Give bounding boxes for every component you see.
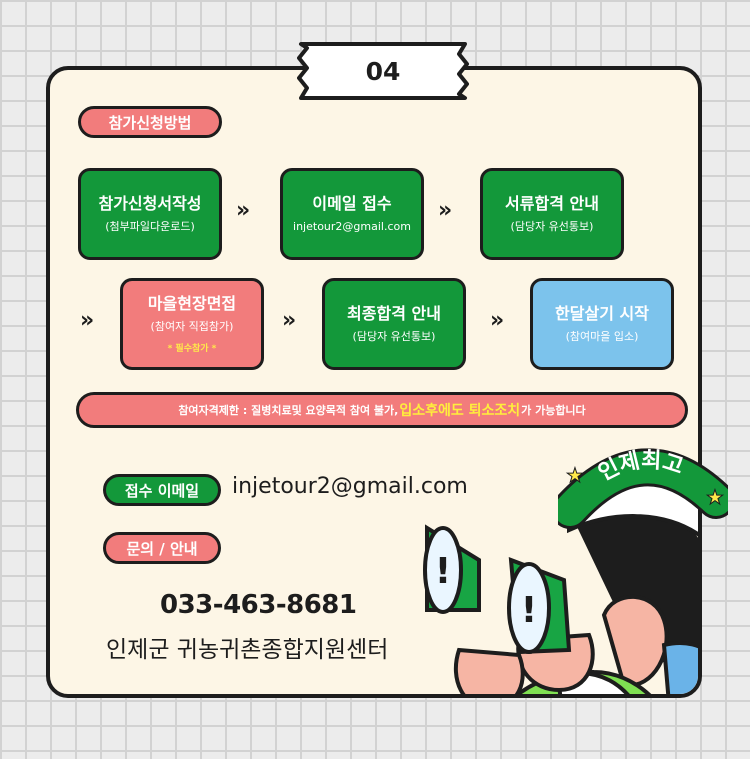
step-document-pass: 서류합격 안내 (담당자 유선통보) — [480, 168, 624, 260]
step-final-pass: 최종합격 안내 (담당자 유선통보) — [322, 278, 466, 370]
required-note: * 필수참가 * — [167, 343, 217, 354]
arrow-icon: » — [438, 198, 452, 223]
step-title: 최종합격 안내 — [347, 304, 441, 324]
svg-text:!: ! — [521, 590, 537, 631]
notice-highlight: 입소후에도 퇴소조치 — [399, 403, 521, 419]
step-title: 한달살기 시작 — [555, 304, 649, 324]
center-name: 인제군 귀농귀촌종합지원센터 — [106, 637, 389, 663]
step-title: 서류합격 안내 — [505, 194, 599, 214]
svg-text:!: ! — [435, 551, 451, 592]
step-application-form: 참가신청서작성 (첨부파일다운로드) — [78, 168, 222, 260]
step-subtitle: (담당자 유선통보) — [510, 220, 594, 234]
step-subtitle: (담당자 유선통보) — [352, 330, 436, 344]
method-label: 참가신청방법 — [78, 106, 222, 138]
notice-suffix: 가 가능합니다 — [521, 404, 586, 417]
section-number: 04 — [365, 56, 401, 86]
step-title: 이메일 접수 — [312, 194, 392, 214]
step-subtitle: (참여마을 입소) — [565, 330, 639, 344]
step-subtitle: (참여자 직접참가) — [150, 320, 234, 334]
step-village-interview: 마을현장면접 (참여자 직접참가) * 필수참가 * — [120, 278, 264, 370]
star-icon: ★ — [566, 463, 584, 487]
star-icon: ★ — [706, 485, 724, 509]
section-number-tag: 04 — [297, 40, 469, 102]
step-subtitle: injetour2@gmail.com — [293, 220, 411, 234]
info-card: ! ! — [46, 66, 702, 698]
arrow-icon: » — [80, 308, 94, 333]
arrow-icon: » — [282, 308, 296, 333]
inquiry-label: 문의 / 안내 — [103, 532, 221, 564]
step-month-stay-start: 한달살기 시작 (참여마을 입소) — [530, 278, 674, 370]
email-link[interactable]: injetour2@gmail.com — [232, 474, 468, 499]
email-label: 접수 이메일 — [103, 474, 221, 506]
binoculars-character-illustration: ! ! — [423, 455, 698, 694]
badge-inje-best: 인제최고 ★ ★ — [558, 448, 728, 529]
step-title: 마을현장면접 — [147, 294, 237, 314]
arrow-icon: » — [236, 198, 250, 223]
arrow-icon: » — [490, 308, 504, 333]
step-title: 참가신청서작성 — [98, 194, 202, 214]
phone-number[interactable]: 033-463-8681 — [160, 590, 357, 620]
step-subtitle: (첨부파일다운로드) — [105, 220, 195, 234]
notice-prefix: 참여자격제한 : 질병치료및 요양목적 참여 불가, — [178, 404, 399, 417]
eligibility-notice: 참여자격제한 : 질병치료및 요양목적 참여 불가, 입소후에도 퇴소조치 가 … — [76, 392, 688, 428]
step-email-submission: 이메일 접수 injetour2@gmail.com — [280, 168, 424, 260]
